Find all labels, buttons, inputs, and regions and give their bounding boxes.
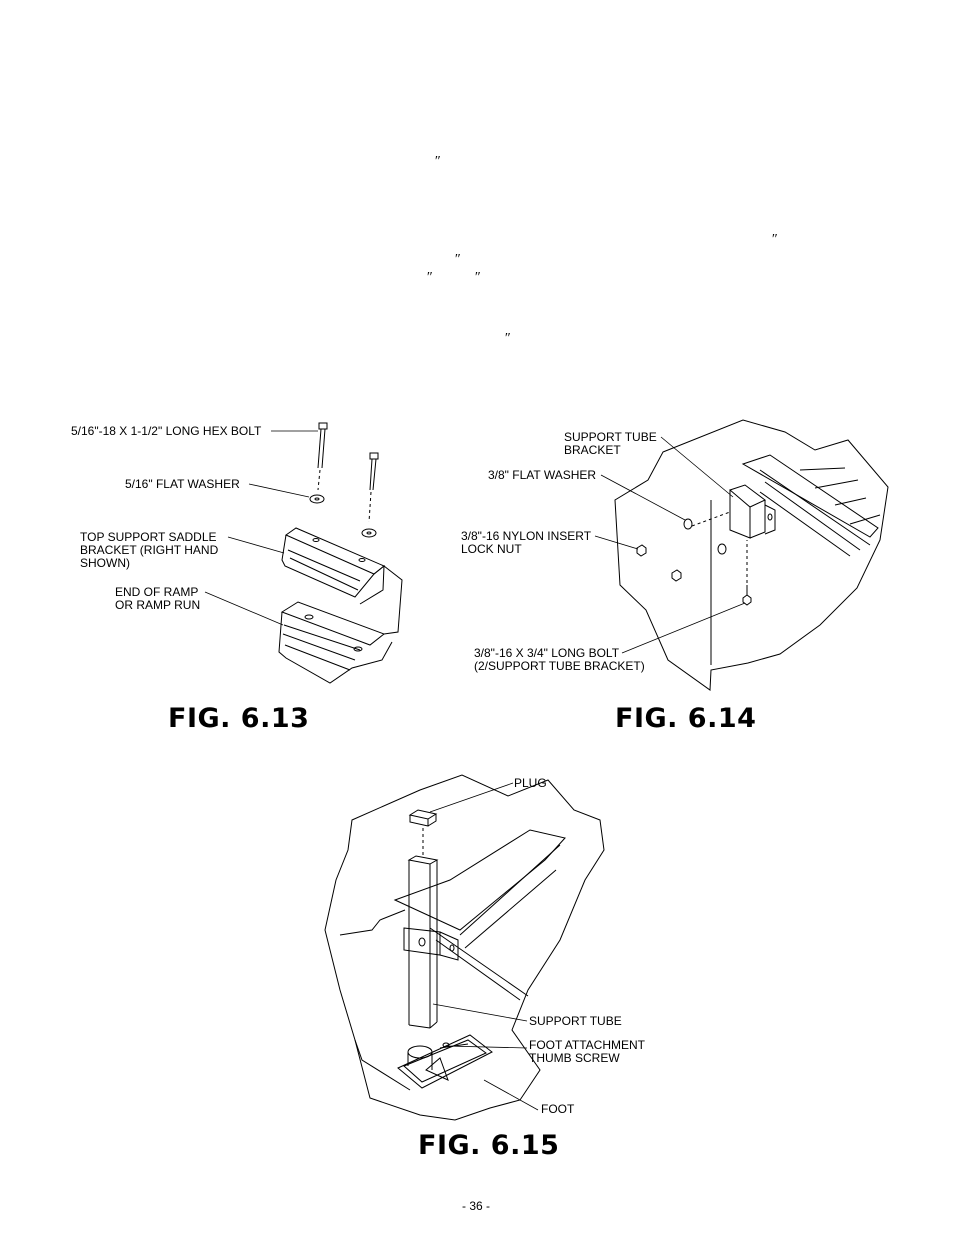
text-fragment: ″ [454, 252, 460, 267]
flat-washer [717, 543, 727, 555]
callout-line: 3/8"-16 NYLON INSERT [461, 529, 592, 543]
bolt-head [742, 594, 752, 606]
callout-saddle-bracket: TOP SUPPORT SADDLE BRACKET (RIGHT HAND S… [80, 531, 218, 570]
callout-line: FOOT ATTACHMENT [529, 1038, 645, 1052]
text-fragment: ″ [771, 232, 777, 247]
callout-line: LOCK NUT [461, 542, 522, 556]
callout-support-tube-bracket: SUPPORT TUBE BRACKET [564, 431, 657, 457]
hex-bolt-head [369, 452, 379, 460]
figure-caption: FIG. 6.15 [418, 1130, 560, 1161]
callout-line: 3/8"-16 X 3/4" LONG BOLT [474, 646, 620, 660]
callout-support-tube: SUPPORT TUBE [529, 1014, 622, 1028]
callout-thumb-screw: FOOT ATTACHMENT THUMB SCREW [529, 1039, 645, 1065]
callout-flat-washer: 3/8" FLAT WASHER [488, 468, 597, 482]
figure-caption: FIG. 6.13 [168, 703, 310, 734]
foot-plate [397, 1034, 493, 1089]
callout-flat-washer: 5/16" FLAT WASHER [125, 477, 240, 491]
text-fragment: ″ [474, 270, 480, 285]
text-fragment: ″ [434, 154, 440, 169]
lock-nut [671, 569, 682, 582]
callout-line: BRACKET [564, 443, 621, 457]
callout-bolt: 3/8"-16 X 3/4" LONG BOLT (2/SUPPORT TUBE… [474, 647, 645, 673]
callout-hex-bolt: 5/16"-18 X 1-1/2" LONG HEX BOLT [71, 424, 262, 438]
hex-bolt-head [318, 422, 328, 430]
flat-washer [683, 518, 693, 530]
text-fragment: ″ [426, 270, 432, 285]
callout-plug: PLUG [514, 776, 547, 790]
callout-line: SUPPORT TUBE [564, 430, 657, 444]
callout-line: OR RAMP RUN [115, 598, 201, 612]
callout-lock-nut: 3/8"-16 NYLON INSERT LOCK NUT [461, 530, 591, 556]
flat-washer [361, 528, 377, 538]
figure-caption: FIG. 6.14 [615, 703, 757, 734]
callout-line: TOP SUPPORT SADDLE [80, 530, 217, 544]
flat-washer [309, 494, 325, 504]
callout-line: BRACKET (RIGHT HAND [80, 543, 219, 557]
page-number: - 36 - [462, 1199, 491, 1213]
callout-line: (2/SUPPORT TUBE BRACKET) [474, 659, 645, 673]
callout-line: SHOWN) [80, 556, 130, 570]
callout-foot: FOOT [541, 1102, 575, 1116]
text-fragment: ″ [504, 331, 510, 346]
plug-shape [408, 809, 438, 820]
callout-line: END OF RAMP [115, 585, 199, 599]
callout-ramp-end: END OF RAMP OR RAMP RUN [115, 586, 200, 612]
callout-line: THUMB SCREW [529, 1051, 620, 1065]
lock-nut [636, 544, 647, 557]
